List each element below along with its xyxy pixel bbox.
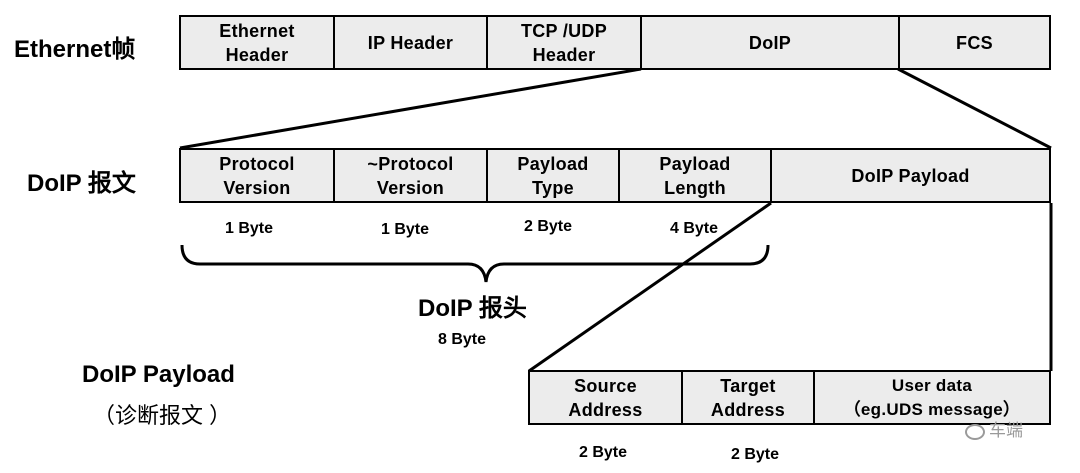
- ip-header-cell: IP Header: [333, 15, 488, 70]
- expand-line-doip-right: [897, 67, 1052, 150]
- inverse-protocol-version-size: 1 Byte: [380, 221, 430, 238]
- target-address-size: 2 Byte: [730, 446, 780, 463]
- doip-cell: DoIP: [640, 15, 900, 70]
- doip-payload-subtitle: （诊断报文 ）: [93, 403, 232, 428]
- payload-length-size: 4 Byte: [669, 220, 719, 237]
- protocol-version-size: 1 Byte: [224, 220, 274, 237]
- source-address-size: 2 Byte: [578, 444, 628, 461]
- doip-header-label: DoIP 报头: [418, 295, 527, 322]
- header-brace: [180, 244, 770, 283]
- payload-type-size: 2 Byte: [523, 218, 573, 235]
- doip-payload-title: DoIP Payload: [82, 361, 235, 388]
- user-data-cell: User data（eg.UDS message）: [813, 370, 1051, 425]
- fcs-cell: FCS: [898, 15, 1051, 70]
- ethernet-frame-title: Ethernet帧: [14, 36, 136, 63]
- doip-message-title: DoIP 报文: [27, 170, 136, 197]
- expand-line-payload-left: [528, 201, 772, 373]
- chat-bubble-icon: [965, 423, 985, 440]
- watermark: 车端: [965, 416, 1023, 441]
- watermark-text: 车端: [989, 421, 1023, 440]
- doip-header-size: 8 Byte: [437, 331, 487, 348]
- doip-payload-cell: DoIP Payload: [770, 148, 1051, 203]
- expand-line-doip-left: [179, 67, 642, 150]
